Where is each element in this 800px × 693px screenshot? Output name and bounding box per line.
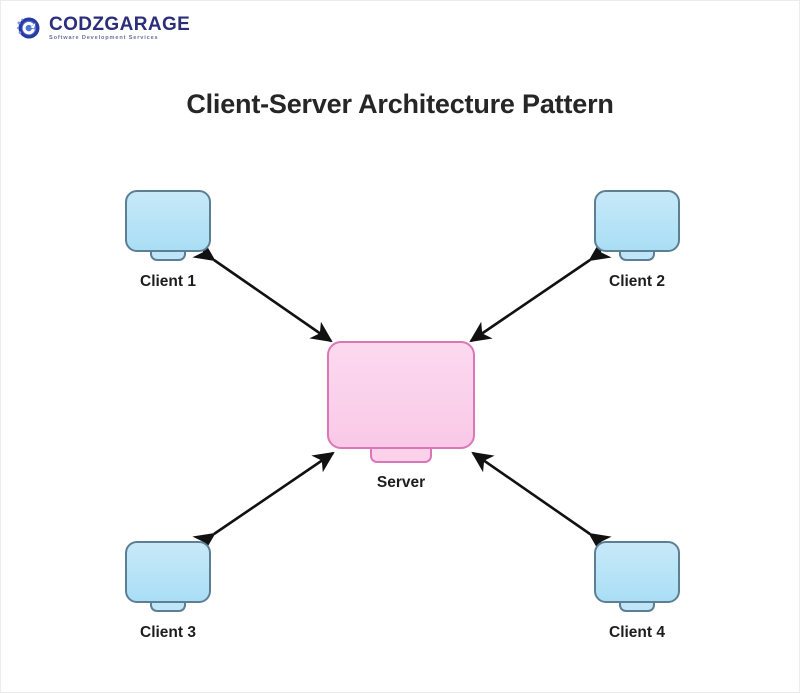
connector-client-2 bbox=[469, 240, 612, 343]
client-3-label: Client 3 bbox=[140, 624, 196, 641]
server-monitor-icon bbox=[327, 341, 475, 449]
client-2-monitor-stand bbox=[619, 252, 655, 261]
node-server[interactable]: Server bbox=[327, 341, 475, 492]
client-4-monitor-stand bbox=[619, 603, 655, 612]
logo-name: CODZGARAGE bbox=[49, 13, 191, 35]
client-2-label: Client 2 bbox=[609, 273, 665, 290]
client-2-monitor-icon bbox=[594, 190, 680, 252]
connector-client-4 bbox=[471, 451, 612, 554]
client-4-label: Client 4 bbox=[609, 624, 665, 641]
client-1-monitor-icon bbox=[125, 190, 211, 252]
node-client-4[interactable]: Client 4 bbox=[594, 541, 680, 642]
client-3-monitor-stand bbox=[150, 603, 186, 612]
server-label: Server bbox=[376, 474, 426, 491]
logo-tagline: Software Development Services bbox=[49, 34, 159, 41]
client-3-monitor-icon bbox=[125, 541, 211, 603]
node-client-1[interactable]: Client 1 bbox=[125, 190, 211, 291]
codzgarage-swirl-icon bbox=[15, 14, 43, 42]
client-4-monitor-icon bbox=[594, 541, 680, 603]
client-1-label: Client 1 bbox=[140, 273, 196, 290]
page-title: Client-Server Architecture Pattern bbox=[186, 89, 614, 119]
server-monitor-stand bbox=[370, 449, 432, 463]
client-1-monitor-stand bbox=[150, 252, 186, 261]
codzgarage-logo[interactable]: CODZGARAGE Software Development Services bbox=[15, 14, 190, 42]
connector-client-3 bbox=[192, 451, 335, 554]
connector-client-1 bbox=[192, 240, 333, 343]
node-client-3[interactable]: Client 3 bbox=[125, 541, 211, 642]
node-client-2[interactable]: Client 2 bbox=[594, 190, 680, 291]
logo-text: CODZGARAGE Software Development Services bbox=[49, 15, 190, 42]
